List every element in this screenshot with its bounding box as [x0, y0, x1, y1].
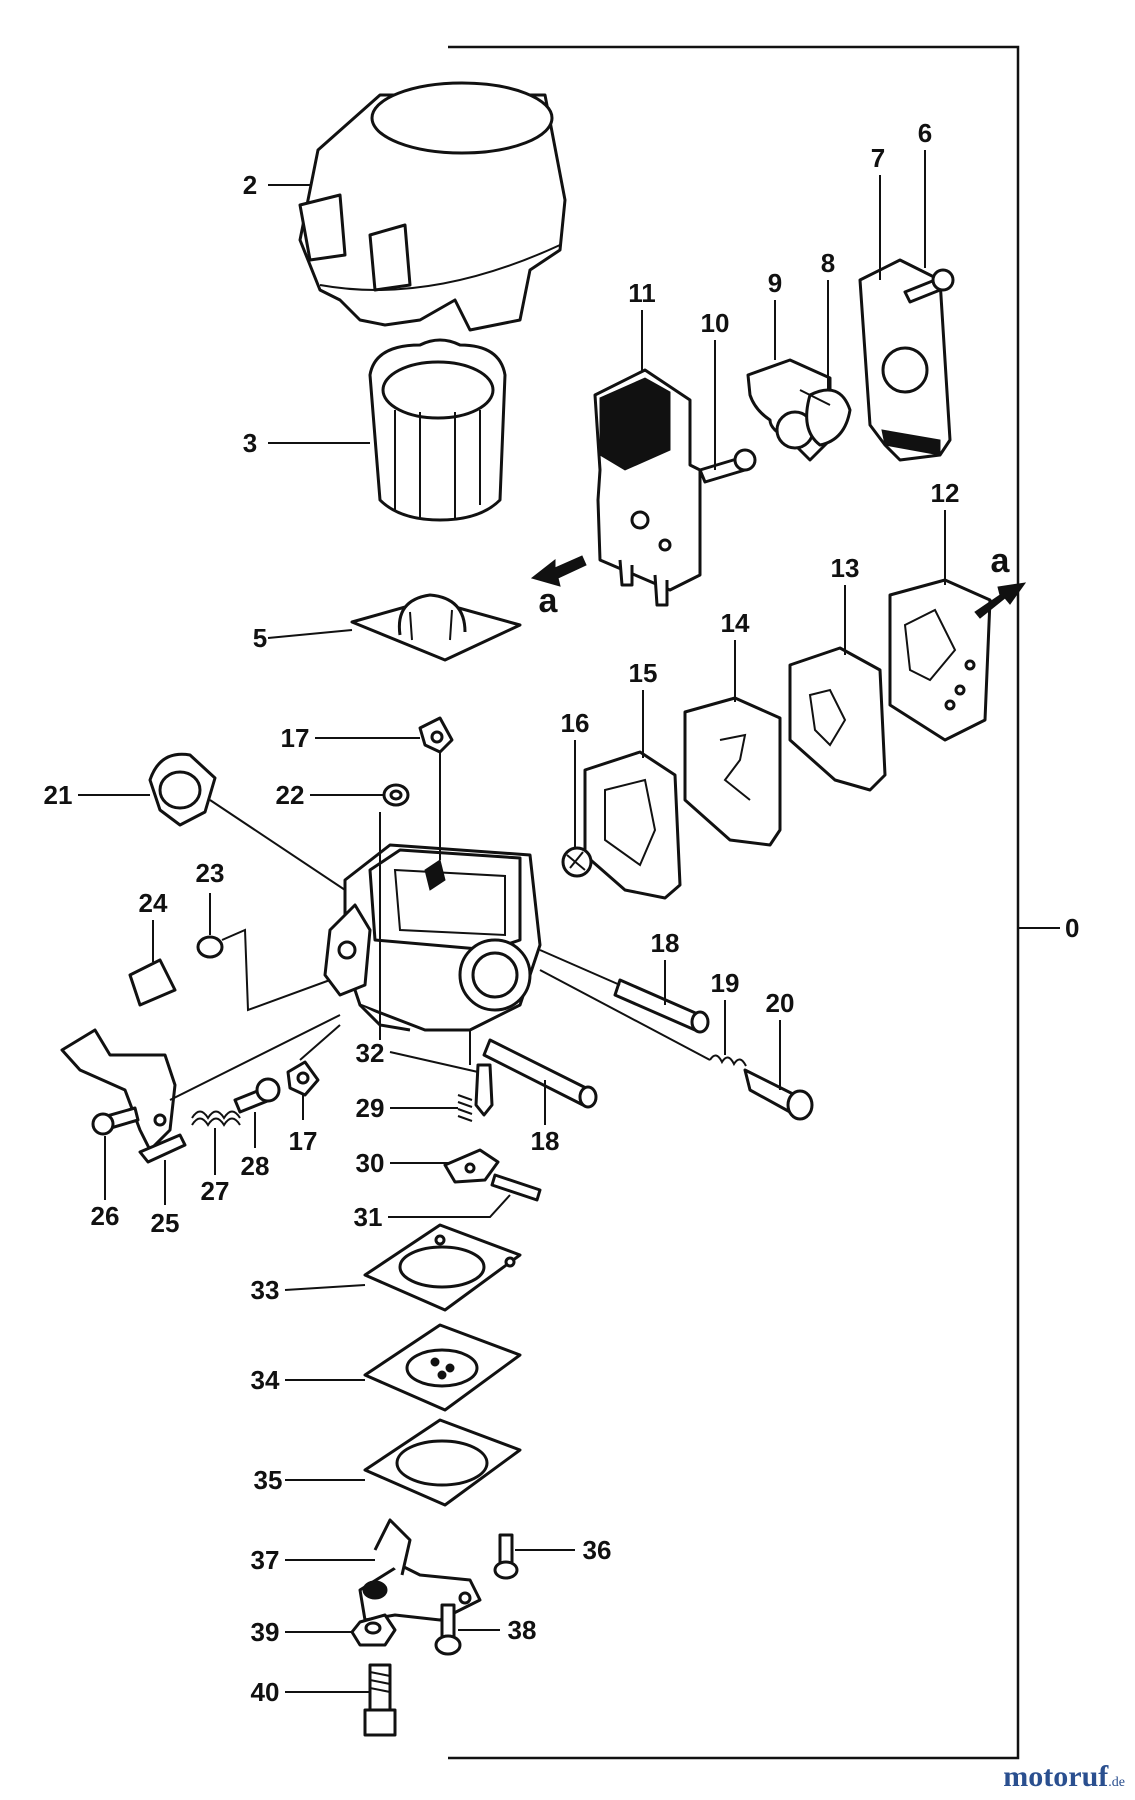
label-19: 19 — [711, 968, 740, 998]
part-18-tube-upper — [613, 978, 710, 1034]
label-9: 9 — [768, 268, 782, 298]
label-12: 12 — [931, 478, 960, 508]
part-16-screen — [561, 846, 593, 878]
label-6: 6 — [918, 118, 932, 148]
label-15: 15 — [629, 658, 658, 688]
arrow-a-right — [974, 582, 1027, 619]
part-39-nut — [350, 1613, 397, 1647]
watermark-tld: .de — [1108, 1775, 1125, 1790]
part-30-lever — [443, 1148, 500, 1184]
part-17-clip-lower — [286, 1060, 320, 1097]
part-22-washer — [382, 783, 410, 807]
label-21: 21 — [44, 780, 73, 810]
part-17-clip-upper — [418, 716, 454, 754]
label-16: 16 — [561, 708, 590, 738]
label-36: 36 — [583, 1535, 612, 1565]
label-3: 3 — [243, 428, 257, 458]
part-31-pin — [490, 1173, 542, 1202]
part-38-screw — [434, 1603, 462, 1656]
label-39: 39 — [251, 1617, 280, 1647]
label-17-lower: 17 — [289, 1126, 318, 1156]
part-7-plate — [858, 258, 952, 462]
label-35: 35 — [254, 1465, 283, 1495]
part-11-pump-cover — [593, 368, 702, 607]
part-25-throttle-lever — [60, 1028, 187, 1164]
label-34: 34 — [251, 1365, 280, 1395]
label-5: 5 — [253, 623, 267, 653]
label-29: 29 — [356, 1093, 385, 1123]
part-40-stud — [363, 1663, 397, 1737]
label-25: 25 — [151, 1208, 180, 1238]
label-18-upper: 18 — [651, 928, 680, 958]
label-22: 22 — [276, 780, 305, 810]
carburetor-body — [323, 843, 542, 1032]
part-2-air-filter-cover — [298, 81, 567, 332]
label-26: 26 — [91, 1201, 120, 1231]
label-10: 10 — [701, 308, 730, 338]
motoruf-watermark: motoruf.de — [1003, 1760, 1125, 1794]
part-32-needle — [474, 1063, 494, 1117]
label-arrow-a-right: a — [991, 542, 1011, 580]
label-24: 24 — [139, 888, 168, 918]
part-34-diaphragm — [363, 1323, 522, 1412]
label-33: 33 — [251, 1275, 280, 1305]
part-20-screw — [743, 1068, 814, 1121]
part-13-gasket — [788, 646, 887, 792]
label-11: 11 — [628, 278, 656, 308]
part-21-inlet-fitting — [148, 752, 217, 827]
part-14-diaphragm — [683, 696, 782, 847]
watermark-brand: motoruf — [1003, 1760, 1109, 1793]
part-6-screw — [903, 268, 955, 304]
label-37: 37 — [251, 1545, 280, 1575]
label-17-upper: 17 — [281, 723, 310, 753]
part-19-spring — [709, 1054, 747, 1067]
label-8: 8 — [821, 248, 835, 278]
part-23-washer — [196, 935, 224, 959]
part-5-gasket-plate — [350, 593, 522, 662]
part-3-filter-element — [368, 338, 507, 522]
part-33-gasket — [363, 1223, 522, 1312]
part-26-screw — [91, 1106, 140, 1136]
part-24-plug — [128, 958, 177, 1007]
part-10-screw — [698, 448, 757, 484]
part-8-diaphragm — [799, 388, 852, 447]
label-7: 7 — [871, 143, 885, 173]
assembly-bracket — [448, 45, 1020, 1760]
label-20: 20 — [766, 988, 795, 1018]
part-18-tube-lower — [482, 1038, 598, 1109]
label-14: 14 — [721, 608, 750, 638]
label-38: 38 — [508, 1615, 537, 1645]
label-2: 2 — [243, 170, 257, 200]
label-27: 27 — [201, 1176, 230, 1206]
label-31: 31 — [354, 1202, 383, 1232]
label-18-lower: 18 — [531, 1126, 560, 1156]
part-27-spring — [191, 1110, 241, 1127]
label-32: 32 — [356, 1038, 385, 1068]
label-30: 30 — [356, 1148, 385, 1178]
part-36-screw — [493, 1533, 519, 1580]
part-28-screw — [233, 1077, 281, 1114]
part-15-gasket — [583, 750, 682, 900]
part-35-cover — [363, 1418, 522, 1507]
label-0: 0 — [1065, 913, 1079, 943]
label-40: 40 — [251, 1677, 280, 1707]
label-28: 28 — [241, 1151, 270, 1181]
part-29-spring — [457, 1094, 473, 1122]
part-12-plate — [888, 578, 992, 742]
arrow-a-left — [530, 555, 587, 587]
part-37-bracket — [358, 1518, 482, 1622]
label-13: 13 — [831, 553, 860, 583]
label-23: 23 — [196, 858, 225, 888]
label-arrow-a-left: a — [539, 582, 559, 620]
